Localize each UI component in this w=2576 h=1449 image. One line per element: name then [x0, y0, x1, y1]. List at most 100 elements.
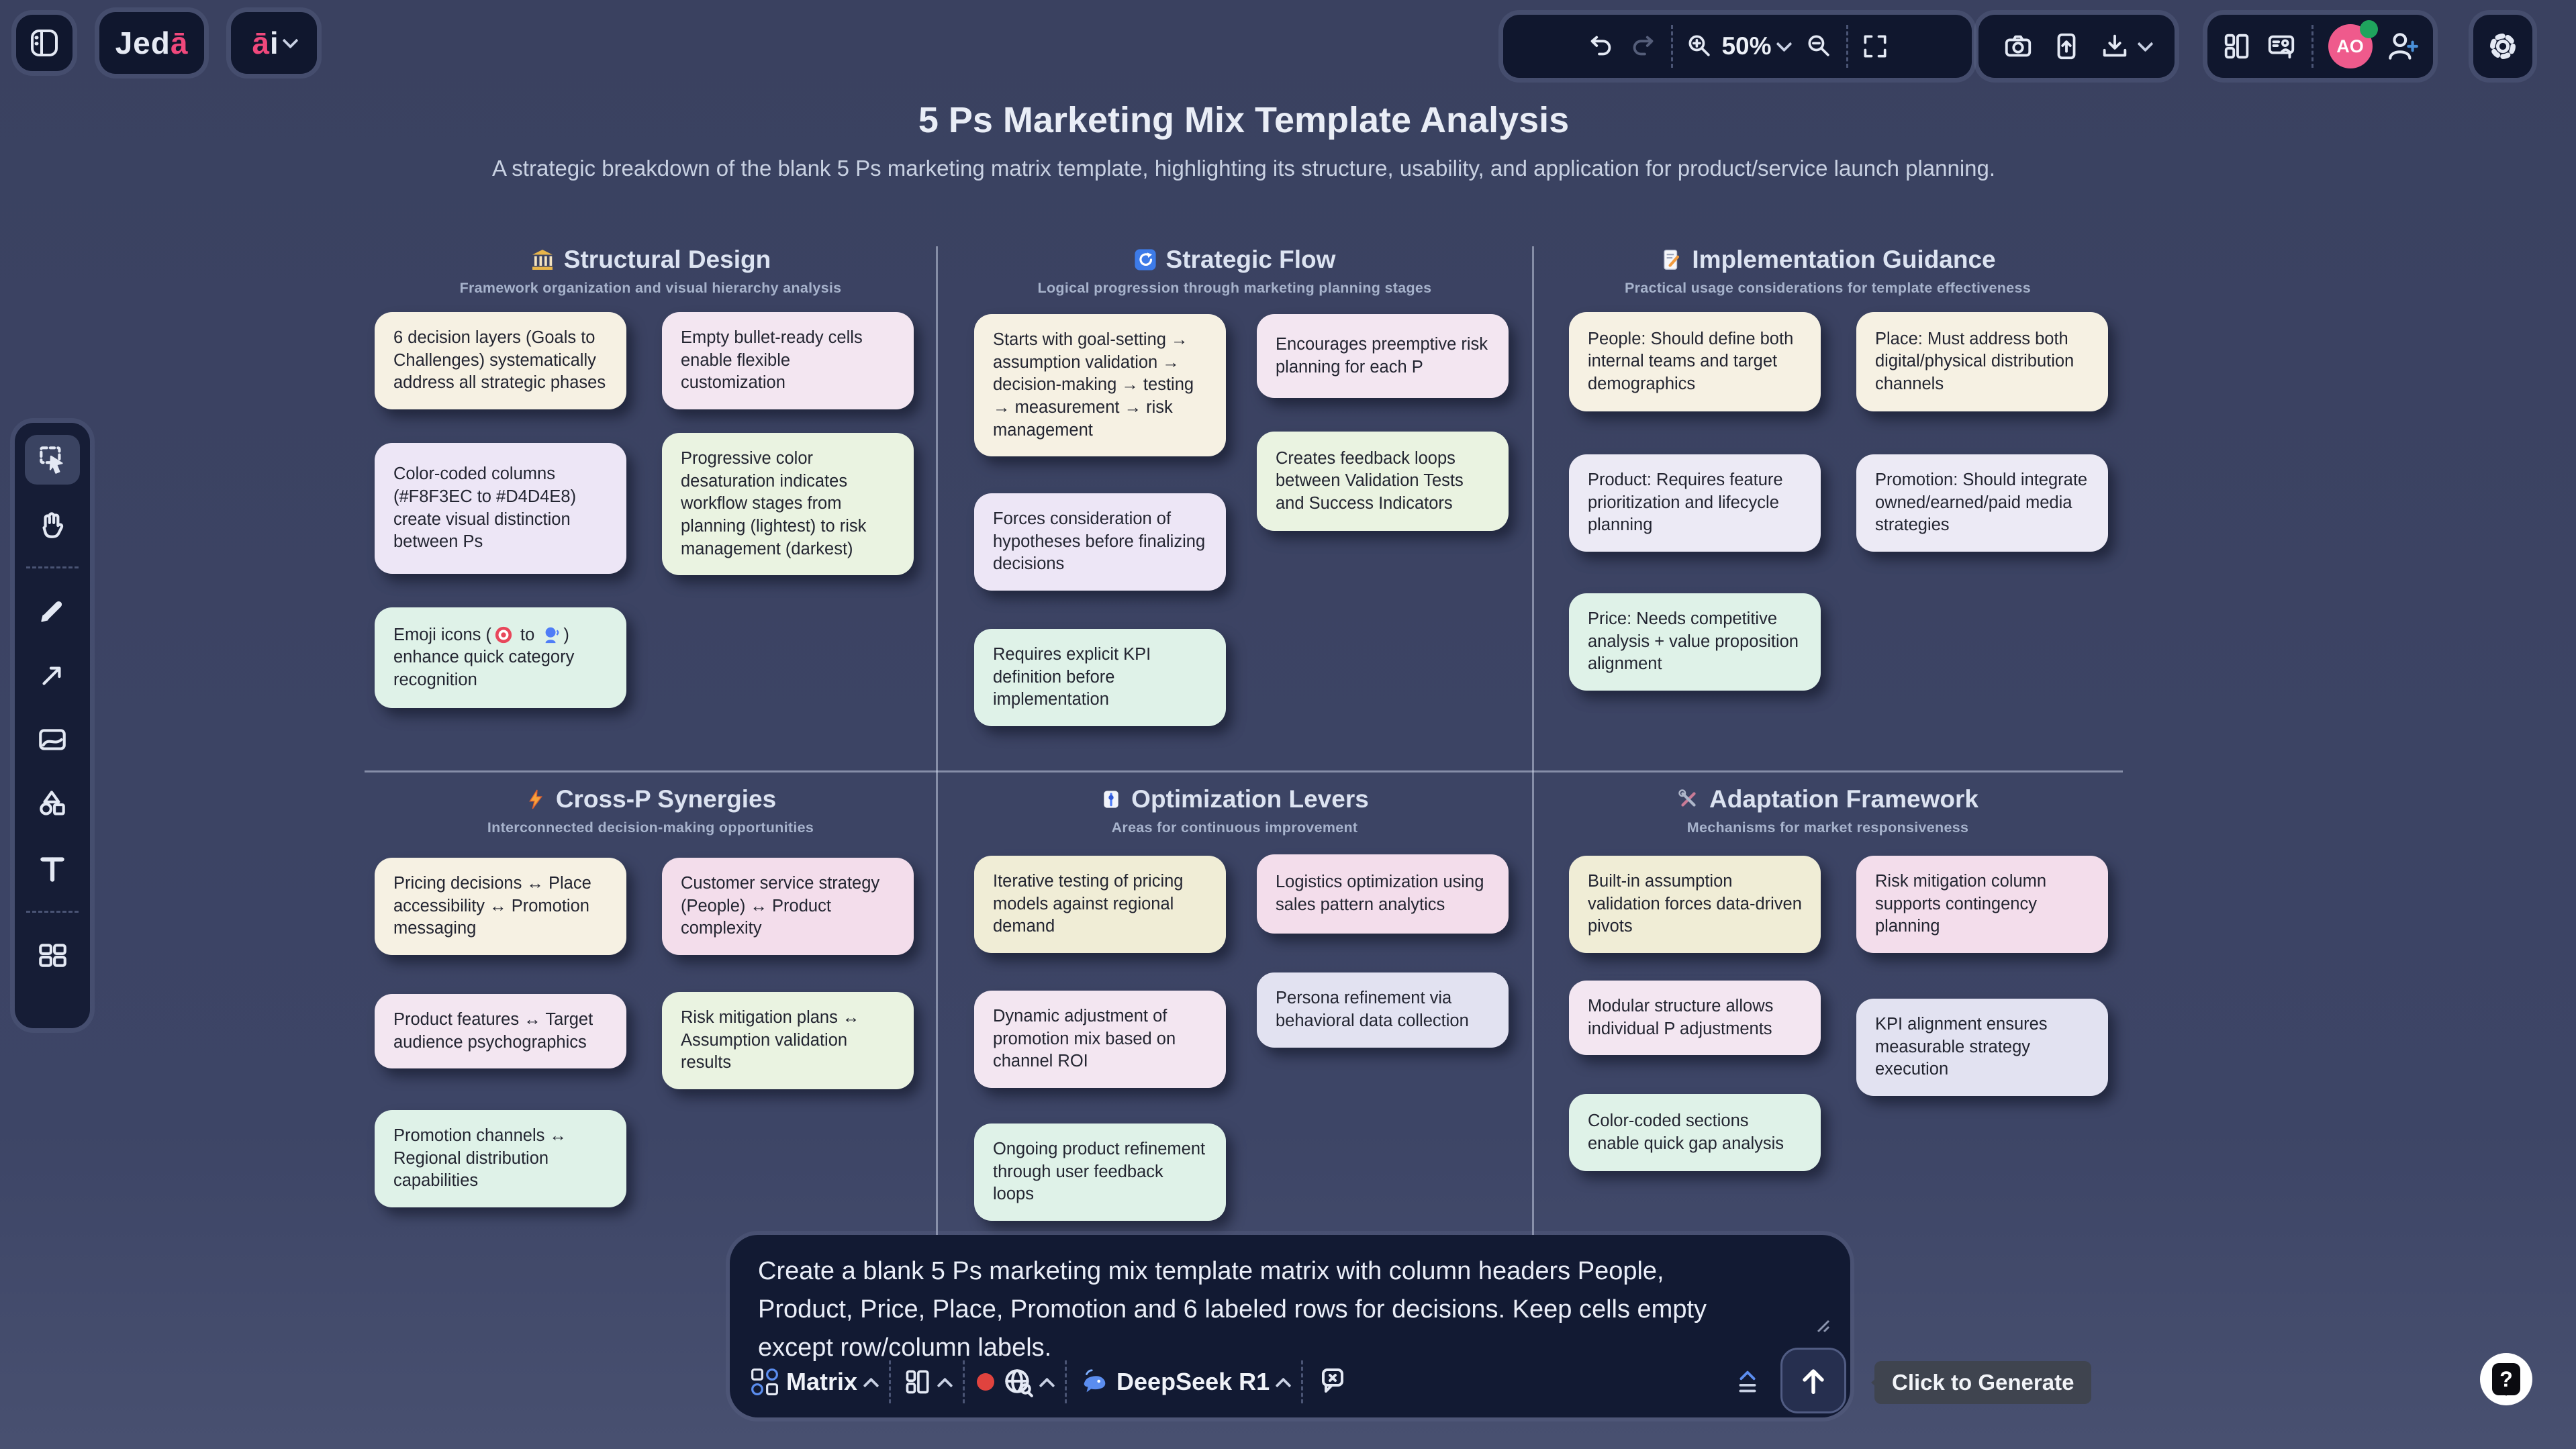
model-dropdown[interactable]: DeepSeek R1 [1079, 1366, 1292, 1397]
sticky-note[interactable]: Encourages preemptive risk planning for … [1257, 314, 1509, 398]
jeda-logo[interactable]: Jedā [99, 12, 204, 74]
chevron-down-icon[interactable] [2136, 35, 2154, 52]
ai-prompt-box: Create a blank 5 Ps marketing mix templa… [730, 1235, 1850, 1417]
sticky-note[interactable]: 6 decision layers (Goals to Challenges) … [375, 312, 626, 409]
section-header-strategic-flow[interactable]: Strategic Flow Logical progression throu… [1037, 246, 1432, 296]
memo-icon [1664, 250, 1680, 270]
settings-button[interactable] [2473, 15, 2532, 78]
sticky-note[interactable]: Requires explicit KPI definition before … [974, 629, 1226, 726]
redo-button[interactable] [1628, 31, 1659, 62]
sticky-note[interactable]: Logistics optimization using sales patte… [1257, 854, 1509, 934]
pan-tool[interactable] [25, 499, 80, 549]
sticky-note[interactable]: People: Should define both internal team… [1569, 312, 1821, 411]
page-subtitle[interactable]: A strategic breakdown of the blank 5 Ps … [491, 156, 1996, 181]
arrow-up-icon [1803, 1369, 1824, 1395]
shapes-tool[interactable] [25, 779, 80, 829]
zoom-in-button[interactable] [1685, 32, 1715, 61]
ai-menu-button[interactable]: āi [231, 12, 317, 74]
chevron-down-icon[interactable] [1776, 35, 1793, 52]
shapes-icon [40, 791, 65, 815]
classical-building-icon [532, 250, 553, 270]
prompt-input[interactable]: Create a blank 5 Ps marketing mix templa… [758, 1257, 1707, 1362]
sticky-note[interactable]: Persona refinement via behavioral data c… [1257, 972, 1509, 1048]
sticky-note[interactable]: Product features ↔ Target audience psych… [375, 994, 626, 1069]
templates-tool[interactable] [25, 930, 80, 980]
live-status-dot [977, 1373, 995, 1391]
sticky-note[interactable]: Color-coded sections enable quick gap an… [1569, 1094, 1821, 1171]
zoom-level[interactable]: 50% [1721, 32, 1772, 60]
layout-icon [906, 1370, 929, 1394]
zoom-out-button[interactable] [1805, 32, 1834, 61]
output-type-dropdown[interactable]: Matrix [750, 1367, 879, 1397]
sticky-note[interactable]: Risk mitigation column supports continge… [1856, 856, 2108, 953]
sticky-note[interactable]: KPI alignment ensures measurable strateg… [1856, 999, 2108, 1096]
export-button[interactable] [2099, 31, 2130, 62]
boards-button[interactable] [2222, 31, 2252, 62]
sticky-note[interactable]: Promotion: Should integrate owned/earned… [1856, 454, 2108, 552]
presentation-icon [2268, 35, 2294, 59]
matrix-icon [751, 1368, 778, 1395]
generate-button[interactable] [1780, 1348, 1846, 1413]
divider [963, 1360, 965, 1403]
sticky-note[interactable]: Starts with goal-setting → assumption va… [974, 314, 1226, 457]
sticky-note[interactable]: Ongoing product refinement through user … [974, 1123, 1226, 1221]
chevron-up-icon [1275, 1377, 1292, 1394]
fullscreen-button[interactable] [1860, 32, 1890, 61]
undo-button[interactable] [1585, 31, 1616, 62]
image-tool[interactable] [25, 715, 80, 764]
sticky-note[interactable]: Dynamic adjustment of promotion mix base… [974, 991, 1226, 1088]
sticky-note[interactable]: Modular structure allows individual P ad… [1569, 981, 1821, 1056]
sticky-note[interactable]: Emoji icons ( to ) enhance quick categor… [375, 607, 626, 708]
sidebar-toggle-button[interactable] [16, 15, 73, 71]
speaking-head-icon [545, 627, 559, 643]
camera-icon [2005, 35, 2031, 57]
sticky-note[interactable]: Price: Needs competitive analysis + valu… [1569, 593, 1821, 691]
section-header-cross-p-synergies[interactable]: Cross-P Synergies Interconnected decisio… [487, 785, 814, 836]
clear-chat-button[interactable] [1315, 1366, 1347, 1398]
divider [26, 566, 79, 568]
sticky-note[interactable]: Risk mitigation plans ↔ Assumption valid… [662, 992, 914, 1089]
sticky-note[interactable]: Product: Requires feature prioritization… [1569, 454, 1821, 552]
undo-icon [1591, 36, 1611, 56]
invite-user-button[interactable] [2386, 30, 2420, 63]
target-icon [495, 626, 512, 643]
view-toolbar: 50% [1503, 15, 1972, 78]
resize-handle-icon[interactable] [1813, 1315, 1830, 1333]
sticky-note[interactable]: Pricing decisions ↔ Place accessibility … [375, 858, 626, 955]
sticky-note[interactable]: Built-in assumption validation forces da… [1569, 856, 1821, 953]
import-button[interactable] [2051, 31, 2082, 62]
section-header-optimization-levers[interactable]: Optimization Levers Areas for continuous… [937, 785, 1533, 836]
sticky-note[interactable]: Progressive color desaturation indicates… [662, 433, 914, 576]
cycle-arrows-icon [1134, 249, 1156, 270]
page-title[interactable]: 5 Ps Marketing Mix Template Analysis [918, 100, 1570, 140]
present-button[interactable] [2266, 31, 2297, 62]
section-header-structural-design[interactable]: Structural Design Framework organization… [459, 246, 842, 296]
layout-dropdown[interactable] [903, 1367, 953, 1397]
sticky-note[interactable]: Iterative testing of pricing models agai… [974, 856, 1226, 953]
chat-clear-icon [1322, 1368, 1344, 1393]
arrow-tool[interactable] [25, 650, 80, 700]
avatar[interactable]: AO [2328, 20, 2378, 68]
web-search-dropdown[interactable] [977, 1365, 1055, 1399]
hand-icon [42, 512, 64, 538]
sticky-note[interactable]: Creates feedback loops between Validatio… [1257, 432, 1509, 531]
download-icon [2103, 34, 2126, 57]
grid-line [1532, 246, 1534, 1243]
chevron-down-icon [282, 32, 299, 49]
sticky-note[interactable]: Promotion channels ↔ Regional distributi… [375, 1110, 626, 1207]
screenshot-button[interactable] [2003, 31, 2034, 62]
sidebar-icon [31, 30, 58, 56]
sticky-note[interactable]: Place: Must address both digital/physica… [1856, 312, 2108, 411]
select-tool[interactable] [25, 435, 80, 485]
pen-tool[interactable] [25, 586, 80, 636]
text-tool[interactable] [25, 844, 80, 893]
collapse-panel-button[interactable] [1732, 1368, 1763, 1399]
sticky-note[interactable]: Color-coded columns (#F8F3EC to #D4D4E8)… [375, 443, 626, 574]
sticky-note[interactable]: Empty bullet-ready cells enable flexible… [662, 312, 914, 409]
sticky-note[interactable]: Customer service strategy (People) ↔ Pro… [662, 858, 914, 955]
sticky-note[interactable]: Forces consideration of hypotheses befor… [974, 493, 1226, 591]
grid-line [936, 246, 938, 1243]
section-header-implementation-guidance[interactable]: Implementation Guidance Practical usage … [1625, 246, 2031, 296]
help-button[interactable]: ? [2480, 1353, 2532, 1405]
section-header-adaptation-framework[interactable]: Adaptation Framework Mechanisms for mark… [1533, 785, 2123, 836]
